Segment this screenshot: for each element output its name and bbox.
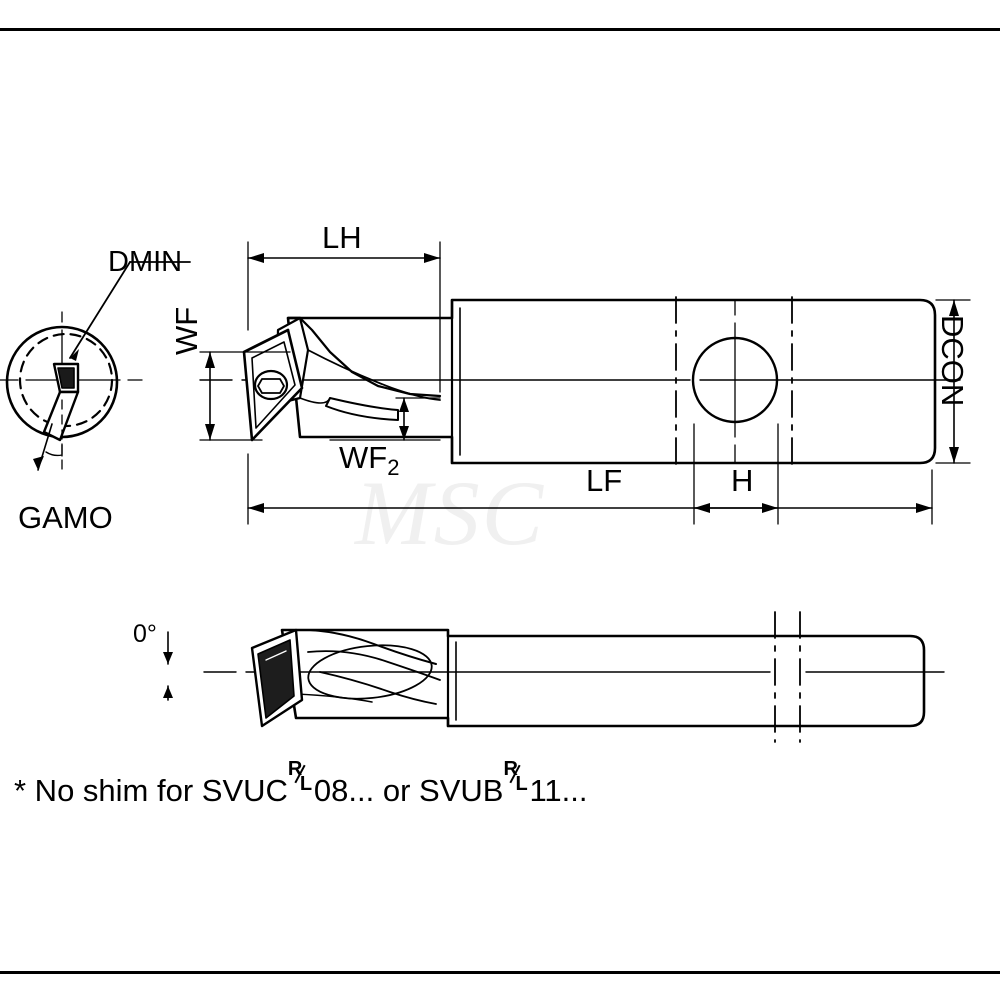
dimension-label-lf: LF bbox=[586, 463, 623, 498]
footnote-frac2-denominator: L bbox=[515, 773, 528, 795]
dimension-label-h: H bbox=[731, 463, 754, 498]
sheet-top-border bbox=[0, 28, 1000, 31]
dimension-label-dcon: DCON bbox=[935, 315, 970, 407]
sheet-bottom-border bbox=[0, 971, 1000, 974]
dimension-label-wf: WF bbox=[169, 306, 204, 355]
footnote-frac1-denominator: L bbox=[299, 773, 313, 795]
footnote-suffix: 11... bbox=[529, 773, 588, 808]
side-view-secondary bbox=[163, 611, 945, 743]
side-view-main bbox=[199, 241, 971, 525]
footnote-prefix: * No shim for SVUC bbox=[14, 773, 288, 808]
dimension-label-gamo: GAMO bbox=[18, 500, 113, 535]
footnote-mid: 08... or SVUB bbox=[313, 773, 504, 808]
angle-label-zero: 0° bbox=[133, 620, 157, 648]
dimension-label-lh: LH bbox=[322, 220, 362, 255]
wf2-base: WF bbox=[339, 440, 388, 475]
dimension-label-wf2: WF2 bbox=[339, 442, 399, 479]
end-view bbox=[0, 261, 191, 471]
wf2-subscript: 2 bbox=[387, 455, 400, 481]
dimension-label-dmin: DMIN bbox=[108, 246, 183, 278]
